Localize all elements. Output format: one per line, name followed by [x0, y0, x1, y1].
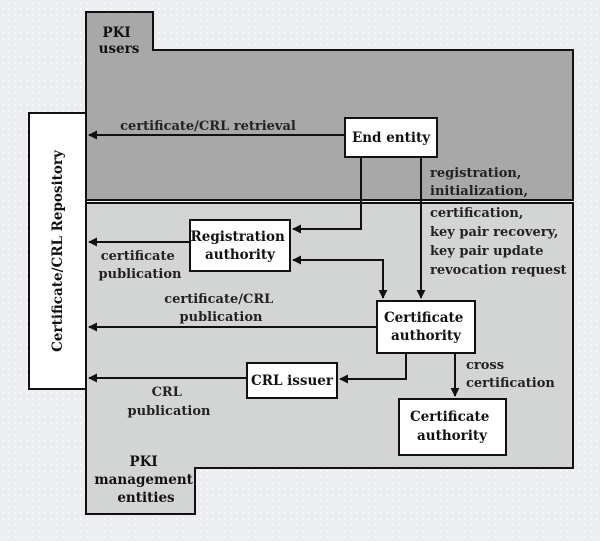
ra-publication-label: certificate publication: [99, 249, 182, 282]
pki-management-label: PKI management entities: [94, 454, 197, 506]
svg-text:End entity: End entity: [352, 130, 431, 146]
crl-issuer-node: CRL issuer: [246, 362, 338, 399]
crl-publication-label: CRL publication: [128, 385, 211, 419]
cross-certification-label: cross certification: [466, 358, 555, 391]
management-operations-label: registration, initialization, certificat…: [430, 166, 567, 278]
end-entity-to-ra-arrow: [292, 157, 362, 234]
certificate-authority-2-node: Certificate authority: [398, 398, 507, 456]
certificate-authority-node: Certificate authority: [376, 300, 476, 354]
ca-publication-label: certificate/CRL publication: [164, 292, 278, 325]
retrieval-label: certificate/CRL retrieval: [120, 119, 296, 134]
svg-text:Certificate authority: Certificate authority: [384, 310, 468, 344]
pki-users-label: PKI users: [99, 25, 140, 57]
ca-to-crl-issuer-arrow: [339, 353, 407, 384]
ra-ca-link-arrow-down: [340, 259, 388, 299]
svg-text:Certificate authority: Certificate authority: [410, 409, 494, 444]
end-entity-node: End entity: [344, 117, 438, 158]
svg-text:Registration authority: Registration authority: [191, 229, 290, 263]
registration-authority-node: Registration authority: [189, 219, 291, 272]
repository-box: [28, 112, 87, 390]
repository-label: Certificate/CRL Repository: [50, 149, 66, 352]
svg-text:CRL issuer: CRL issuer: [251, 373, 334, 389]
